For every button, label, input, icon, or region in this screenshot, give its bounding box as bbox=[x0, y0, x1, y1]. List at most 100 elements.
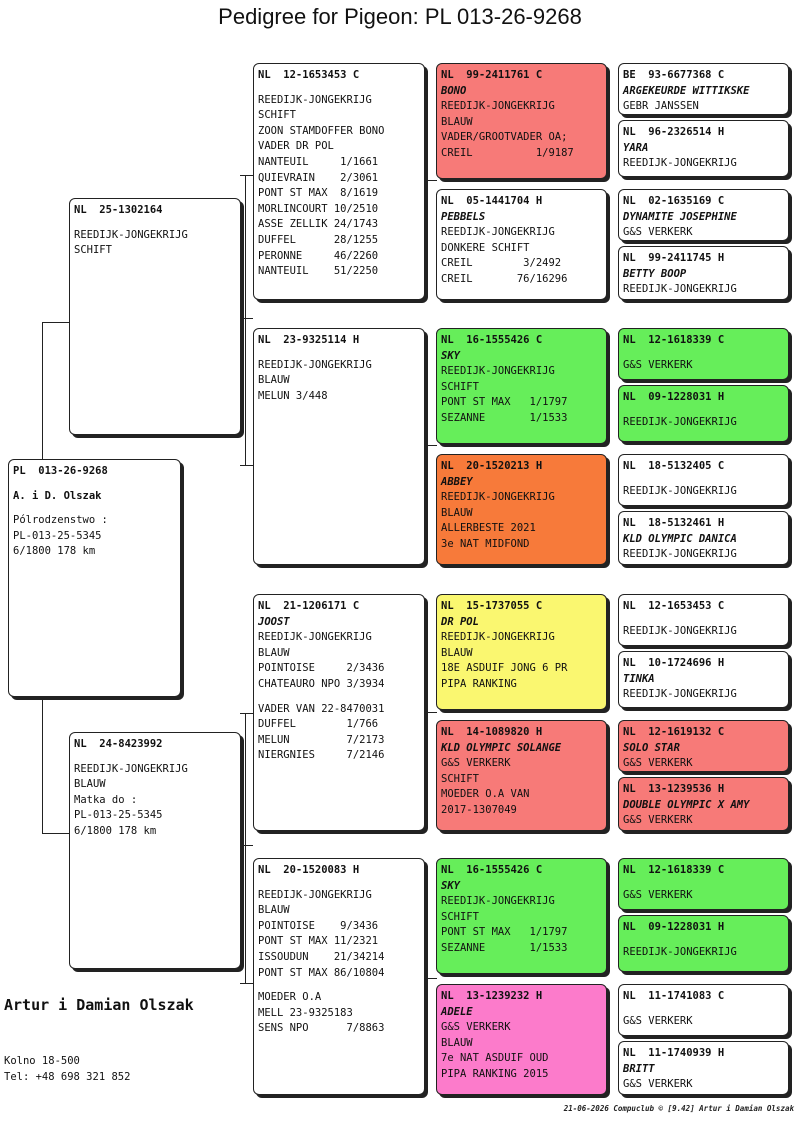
spacer bbox=[623, 406, 783, 415]
info-line: PONT ST MAX 86/10804 bbox=[258, 966, 385, 979]
info-line: SENS NPO 7/8863 bbox=[258, 1022, 385, 1035]
gen4-card[interactable]: NL 12-1618339 C G&S VERKERK bbox=[618, 328, 789, 380]
info-line: G&S VERKERK bbox=[623, 1014, 693, 1027]
info-line: 6/1800 178 km bbox=[74, 824, 157, 837]
ring-number: NL 99-2411761 C bbox=[441, 69, 543, 81]
info-line: REEDIJK-JONGEKRIJG bbox=[441, 100, 555, 113]
info-line: BLAUW bbox=[258, 374, 290, 387]
spacer bbox=[623, 475, 783, 484]
info-line: ASSE ZELLIK 24/1743 bbox=[258, 218, 379, 231]
info-line: REEDIJK-JONGEKRIJG bbox=[441, 491, 555, 504]
spacer bbox=[623, 879, 783, 888]
info-line: REEDIJK-JONGEKRIJG bbox=[74, 762, 188, 775]
info-line: 6/1800 178 km bbox=[13, 545, 96, 558]
ring-number: NL 09-1228031 H bbox=[623, 391, 725, 403]
info-line: BLAUW bbox=[258, 646, 290, 659]
info-line: DONKERE SCHIFT bbox=[441, 241, 530, 254]
info-line: G&S VERKERK bbox=[441, 1021, 511, 1034]
info-line: REEDIJK-JONGEKRIJG bbox=[623, 484, 737, 497]
ring-number: NL 18-5132405 C bbox=[623, 460, 725, 472]
info-line: CREIL 1/9187 bbox=[441, 146, 574, 159]
info-line: G&S VERKERK bbox=[623, 1078, 693, 1091]
spacer bbox=[258, 879, 419, 888]
info-line: REEDIJK-JONGEKRIJG bbox=[441, 895, 555, 908]
pigeon-name: DYNAMITE JOSEPHINE bbox=[623, 210, 737, 223]
ring-number: NL 16-1555426 C bbox=[441, 864, 543, 876]
info-line: SCHIFT bbox=[441, 380, 479, 393]
ring-number: NL 12-1618339 C bbox=[623, 334, 725, 346]
info-line: 18E ASDUIF JONG 6 PR bbox=[441, 662, 568, 675]
info-line: BLAUW bbox=[441, 646, 473, 659]
info-line: MOEDER O.A VAN bbox=[441, 788, 530, 801]
info-line: REEDIJK-JONGEKRIJG bbox=[623, 624, 737, 637]
ring-number: NL 99-2411745 H bbox=[623, 252, 725, 264]
info-line: G&S VERKERK bbox=[623, 888, 693, 901]
info-line: REEDIJK-JONGEKRIJG bbox=[623, 548, 737, 561]
ring-number: NL 12-1653453 C bbox=[258, 69, 360, 81]
ring-number: NL 13-1239232 H bbox=[441, 990, 543, 1002]
pigeon-name: SKY bbox=[441, 349, 460, 362]
info-line: PONT ST MAX 8/1619 bbox=[258, 187, 379, 200]
info-line: PIPA RANKING 2015 bbox=[441, 1067, 549, 1080]
ring-number: NL 05-1441704 H bbox=[441, 195, 543, 207]
info-line: PL-013-25-5345 bbox=[13, 529, 102, 542]
info-line: SCHIFT bbox=[74, 244, 112, 257]
ring-number: NL 14-1089820 H bbox=[441, 726, 543, 738]
info-line: NIERGNIES 7/2146 bbox=[258, 749, 385, 762]
info-line: G&S VERKERK bbox=[623, 358, 693, 371]
info-line: DUFFEL 28/1255 bbox=[258, 233, 379, 246]
info-line: SEZANNE 1/1533 bbox=[441, 411, 568, 424]
info-line: REEDIJK-JONGEKRIJG bbox=[258, 93, 372, 106]
gen4-card[interactable]: NL 18-5132405 C REEDIJK-JONGEKRIJG bbox=[618, 454, 789, 506]
info-line: ALLERBESTE 2021 bbox=[441, 522, 536, 535]
info-line: G&S VERKERK bbox=[441, 757, 511, 770]
info-line: Matka do : bbox=[74, 793, 138, 806]
info-line: SCHIFT bbox=[258, 109, 296, 122]
info-line: MELL 23-9325183 bbox=[258, 1006, 353, 1019]
pigeon-name: YARA bbox=[623, 141, 649, 154]
pigeon-name: DOUBLE OLYMPIC X AMY bbox=[623, 798, 750, 811]
info-line: 3e NAT MIDFOND bbox=[441, 537, 530, 550]
spacer bbox=[13, 480, 175, 489]
pigeon-name: BETTY BOOP bbox=[623, 267, 687, 280]
ring-number: PL 013-26-9268 bbox=[13, 465, 108, 477]
ring-number: NL 20-1520213 H bbox=[441, 460, 543, 472]
info-line: BLAUW bbox=[441, 1036, 473, 1049]
spacer bbox=[74, 219, 235, 228]
ring-number: NL 23-9325114 H bbox=[258, 334, 360, 346]
ring-number: BE 93-6677368 C bbox=[623, 69, 725, 81]
spacer bbox=[258, 349, 419, 358]
info-line: MORLINCOURT 10/2510 bbox=[258, 202, 379, 215]
spacer bbox=[258, 693, 419, 702]
info-line: G&S VERKERK bbox=[623, 226, 693, 239]
